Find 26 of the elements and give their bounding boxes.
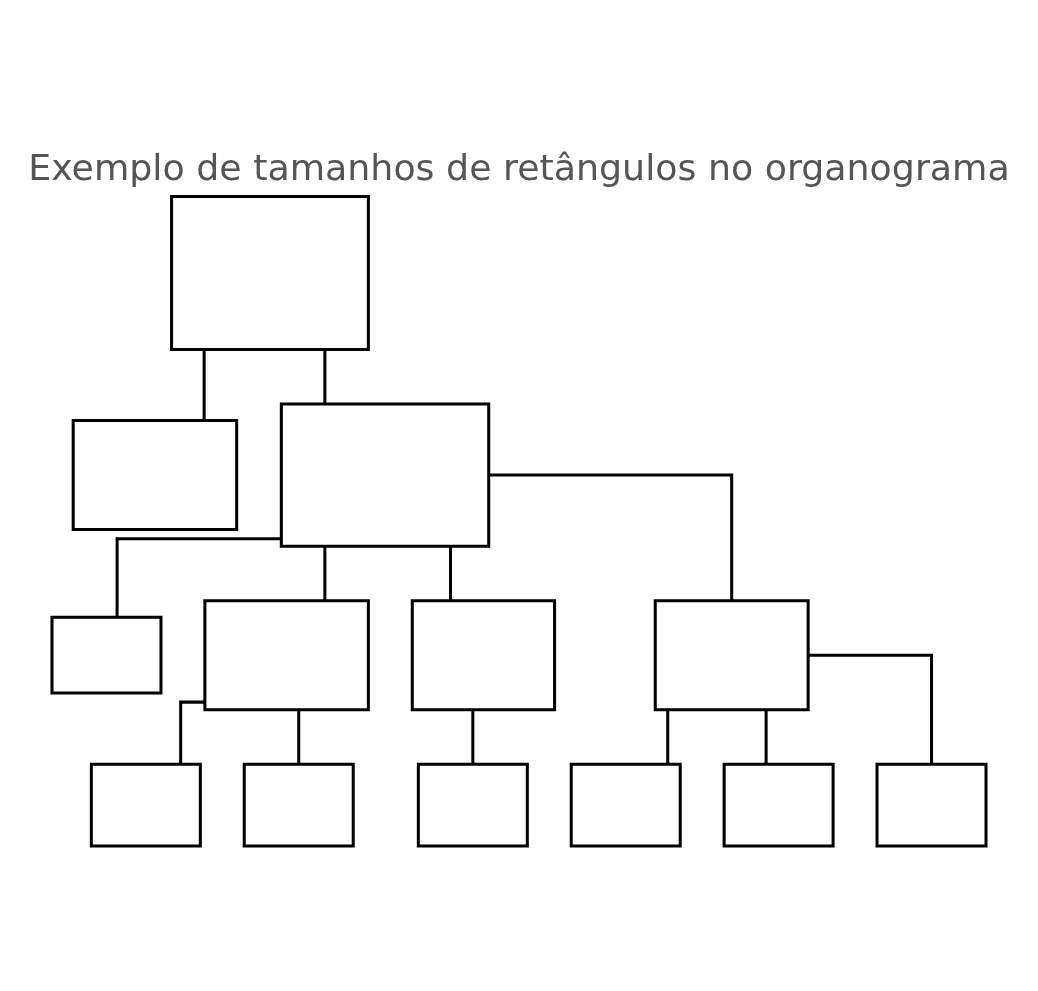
diagram-title: Exemplo de tamanhos de retângulos no organograma [28,146,1010,190]
node-box [242,762,355,848]
connector [449,546,452,601]
connector [489,473,734,601]
node-box [416,762,529,848]
node-box [71,419,239,532]
connector [808,653,934,765]
node-box [50,615,163,695]
node-box [875,762,988,848]
node-box [170,195,370,351]
connector [764,709,768,764]
node-box [653,599,810,712]
connector [323,349,327,404]
connector [666,709,670,764]
connector [202,349,206,421]
connector [323,546,327,601]
node-box [279,402,491,548]
node-box [203,599,370,712]
connector [471,709,475,764]
node-box [722,762,835,848]
connector [297,709,301,764]
node-box [410,599,557,712]
connector [179,700,205,764]
connector [115,537,282,618]
node-box [569,762,682,848]
node-box [89,762,202,848]
